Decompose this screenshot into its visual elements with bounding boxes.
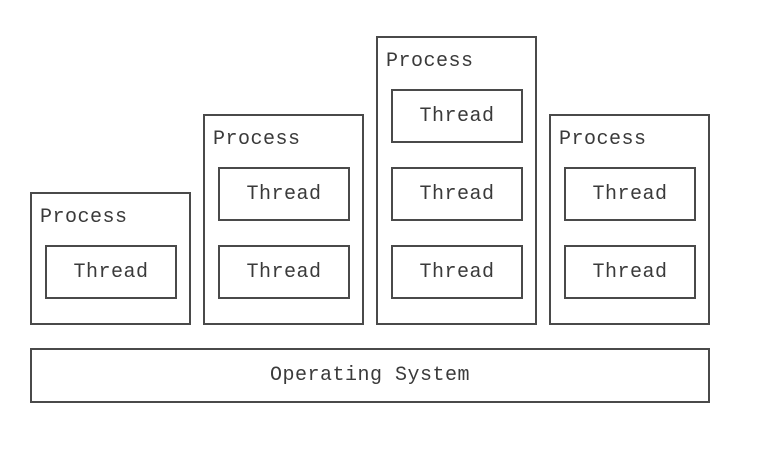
thread-box: Thread bbox=[391, 245, 523, 299]
process-box-4: Process Thread Thread bbox=[549, 114, 710, 325]
process-box-2: Process Thread Thread bbox=[203, 114, 364, 325]
process-box-1: Process Thread bbox=[30, 192, 191, 325]
operating-system-box: Operating System bbox=[30, 348, 710, 403]
thread-box: Thread bbox=[391, 167, 523, 221]
process-label: Process bbox=[40, 206, 128, 229]
process-label: Process bbox=[559, 128, 647, 151]
thread-box: Thread bbox=[564, 245, 696, 299]
thread-box: Thread bbox=[218, 167, 350, 221]
thread-box: Thread bbox=[391, 89, 523, 143]
process-box-3: Process Thread Thread Thread bbox=[376, 36, 537, 325]
thread-box: Thread bbox=[218, 245, 350, 299]
process-label: Process bbox=[213, 128, 301, 151]
thread-box: Thread bbox=[45, 245, 177, 299]
thread-box: Thread bbox=[564, 167, 696, 221]
process-label: Process bbox=[386, 50, 474, 73]
